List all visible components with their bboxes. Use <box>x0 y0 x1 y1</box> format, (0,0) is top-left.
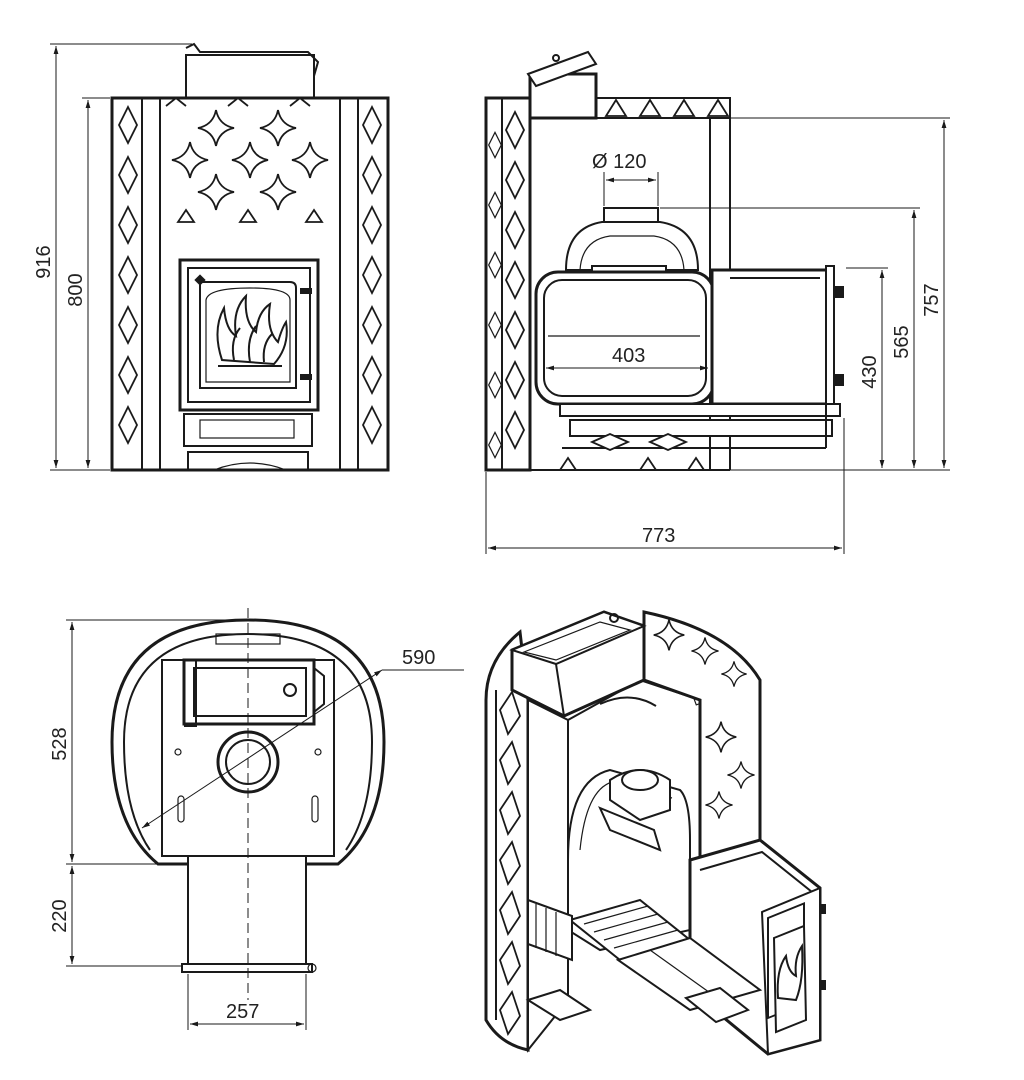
dim-590: 590 <box>141 647 464 829</box>
side-view: Ø 120 403 757 565 430 773 <box>484 50 950 554</box>
isometric-cutaway-view <box>484 610 826 1056</box>
dim-firebox-depth-label: 403 <box>612 345 645 367</box>
dim-590-label: 590 <box>402 647 435 669</box>
top-tunnel <box>181 855 317 973</box>
dim-773: 773 <box>485 418 845 554</box>
dim-916: 916 <box>33 43 192 471</box>
side-top-strip <box>595 97 731 119</box>
dim-flue-diameter-label: Ø 120 <box>592 151 646 173</box>
side-tunnel <box>710 265 844 411</box>
top-hatch <box>182 658 325 727</box>
side-ash-pan <box>486 403 841 471</box>
iso-base <box>525 986 751 1050</box>
iso-top-hatch <box>509 610 647 718</box>
side-flue-pipe <box>564 207 700 279</box>
dim-257-label: 257 <box>226 1001 259 1023</box>
dim-800: 800 <box>65 97 110 468</box>
front-view: 916 800 <box>33 42 390 472</box>
dim-773-label: 773 <box>642 525 675 547</box>
side-firebox <box>534 270 716 406</box>
dim-430: 430 <box>846 267 888 468</box>
dim-800-label: 800 <box>65 273 87 306</box>
dim-565-label: 565 <box>891 325 913 358</box>
dim-757-label: 757 <box>921 283 943 316</box>
dim-757: 757 <box>712 117 950 468</box>
front-star-ornaments <box>165 96 329 223</box>
iso-grate <box>527 898 693 962</box>
front-ash-drawer <box>183 413 313 471</box>
dim-430-label: 430 <box>859 355 881 388</box>
front-chimney-adapter <box>185 42 320 102</box>
dim-528: 528 <box>49 619 246 865</box>
iso-left-shell <box>484 629 530 1052</box>
dim-257: 257 <box>187 974 307 1030</box>
front-right-panel <box>339 98 359 470</box>
dim-220-label: 220 <box>49 899 71 932</box>
dim-565: 565 <box>660 207 920 468</box>
side-ornament-band <box>484 96 532 472</box>
iso-firebox <box>567 768 691 952</box>
dim-firebox-depth: 403 <box>546 345 708 371</box>
flame-emblem <box>216 293 288 367</box>
front-left-panel <box>141 98 161 470</box>
dim-528-label: 528 <box>49 727 71 760</box>
side-top-hatch <box>526 50 598 120</box>
dim-916-label: 916 <box>33 245 55 278</box>
top-view: 590 528 220 257 <box>49 608 464 1030</box>
dim-flue-diameter: Ø 120 <box>592 151 659 206</box>
front-fire-door <box>178 258 320 412</box>
dim-220: 220 <box>49 866 182 967</box>
